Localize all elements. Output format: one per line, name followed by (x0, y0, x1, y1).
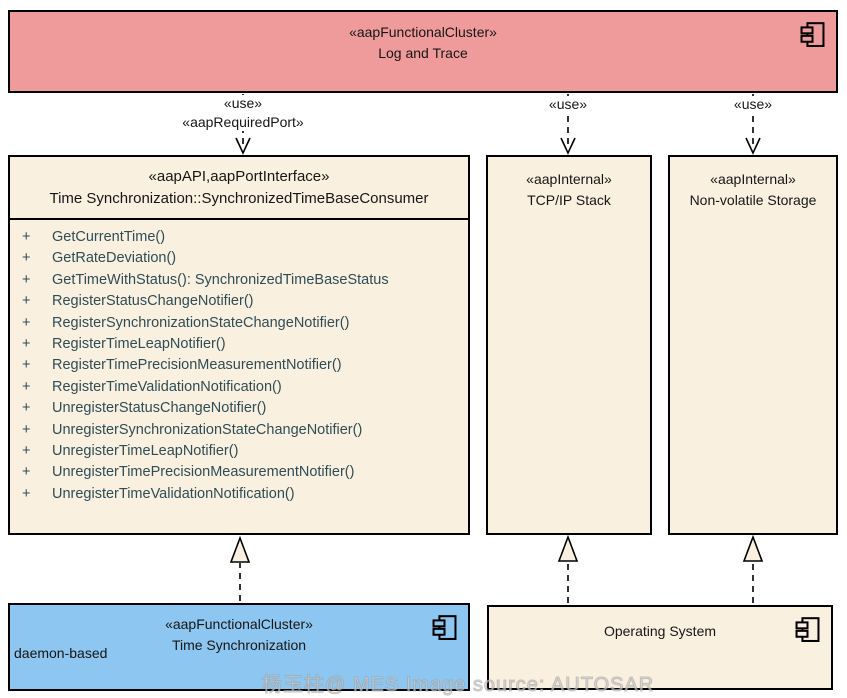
method-name: UnregisterTimeValidationNotification() (52, 485, 295, 502)
method-item: + UnregisterTimeValidationNotification() (22, 484, 464, 505)
visibility-marker: + (22, 229, 31, 245)
method-item: + GetRateDeviation() (22, 248, 464, 269)
use-label-right: «use» (730, 96, 776, 113)
interface-synchronized-time-base-consumer[interactable]: «aapAPI,aapPortInterface» Time Synchroni… (8, 155, 470, 535)
visibility-marker: + (22, 443, 31, 460)
arrowhead-open-middle (560, 137, 576, 155)
use-label-left: «use» (220, 95, 266, 112)
visibility-marker: + (22, 400, 31, 417)
watermark-text: 杨玉柱@ MES Image source: AUTOSAR (261, 674, 655, 697)
component-operating-system[interactable]: Operating System (487, 605, 833, 690)
method-name: UnregisterTimeLeapNotifier() (52, 443, 239, 460)
interface-stereotype: «aapAPI,aapPortInterface» (148, 168, 330, 185)
method-name: UnregisterSynchronizationStateChangeNoti… (52, 421, 363, 438)
method-item: + RegisterStatusChangeNotifier() (22, 291, 464, 312)
tcpip-stereotype: «aapInternal» (526, 171, 612, 187)
component-tcpip-stack[interactable]: «aapInternal» TCP/IP Stack (486, 155, 652, 535)
method-name: RegisterTimeValidationNotification() (52, 378, 282, 395)
visibility-marker: + (22, 336, 31, 353)
method-item: + UnregisterTimePrecisionMeasurementNoti… (22, 462, 464, 483)
required-port-label: «aapRequiredPort» (179, 114, 307, 131)
triangle-arrowhead-left (229, 535, 251, 563)
component-log-and-trace[interactable]: «aapFunctionalCluster» Log and Trace (8, 10, 838, 93)
tcpip-name: TCP/IP Stack (527, 192, 611, 208)
visibility-marker: + (22, 271, 31, 288)
method-item: + UnregisterSynchronizationStateChangeNo… (22, 420, 464, 441)
nvstorage-name: Non-volatile Storage (689, 192, 817, 208)
method-list: + GetCurrentTime() + GetRateDeviation() … (10, 220, 468, 505)
method-name: GetTimeWithStatus(): SynchronizedTimeBas… (52, 271, 389, 288)
method-name: RegisterTimeLeapNotifier() (52, 336, 226, 353)
interface-name: Time Synchronization::SynchronizedTimeBa… (49, 190, 429, 207)
method-name: UnregisterTimePrecisionMeasurementNotifi… (52, 464, 355, 481)
visibility-marker: + (22, 250, 31, 267)
method-name: UnregisterStatusChangeNotifier() (52, 400, 267, 417)
visibility-marker: + (22, 293, 31, 310)
visibility-marker: + (22, 421, 31, 438)
component-icon (800, 22, 825, 47)
method-item: + UnregisterTimeLeapNotifier() (22, 441, 464, 462)
use-label-middle: «use» (545, 96, 591, 113)
component-icon (432, 615, 457, 640)
method-item: + RegisterTimeLeapNotifier() (22, 334, 464, 355)
method-name: GetRateDeviation() (52, 250, 177, 267)
nvstorage-stereotype: «aapInternal» (710, 171, 796, 187)
time-sync-stereotype: «aapFunctionalCluster» (165, 616, 313, 632)
visibility-marker: + (22, 314, 31, 331)
daemon-based-annotation: daemon-based (14, 645, 108, 661)
method-name: RegisterSynchronizationStateChangeNotifi… (52, 314, 350, 331)
triangle-arrowhead-right (742, 534, 764, 562)
method-name: GetCurrentTime() (52, 229, 166, 245)
method-item: + GetCurrentTime() (22, 227, 464, 248)
component-icon (795, 617, 820, 642)
arrowhead-open-right (745, 137, 761, 155)
arrowhead-open-left (235, 137, 251, 155)
visibility-marker: + (22, 464, 31, 481)
interface-header: «aapAPI,aapPortInterface» Time Synchroni… (10, 157, 468, 220)
method-item: + RegisterTimePrecisionMeasurementNotifi… (22, 355, 464, 376)
method-item: + UnregisterStatusChangeNotifier() (22, 398, 464, 419)
method-name: RegisterStatusChangeNotifier() (52, 293, 254, 310)
component-time-synchronization[interactable]: «aapFunctionalCluster» Time Synchronizat… (8, 603, 470, 691)
method-item: + GetTimeWithStatus(): SynchronizedTimeB… (22, 270, 464, 291)
log-trace-name: Log and Trace (378, 45, 468, 61)
component-nonvolatile-storage[interactable]: «aapInternal» Non-volatile Storage (668, 155, 838, 535)
log-trace-stereotype: «aapFunctionalCluster» (349, 24, 497, 40)
method-name: RegisterTimePrecisionMeasurementNotifier… (52, 357, 342, 374)
method-item: + RegisterSynchronizationStateChangeNoti… (22, 313, 464, 334)
visibility-marker: + (22, 357, 31, 374)
visibility-marker: + (22, 378, 31, 395)
time-sync-name: Time Synchronization (171, 637, 307, 653)
method-item: + RegisterTimeValidationNotification() (22, 377, 464, 398)
os-name: Operating System (603, 623, 717, 639)
visibility-marker: + (22, 485, 31, 502)
triangle-arrowhead-middle (557, 534, 579, 562)
